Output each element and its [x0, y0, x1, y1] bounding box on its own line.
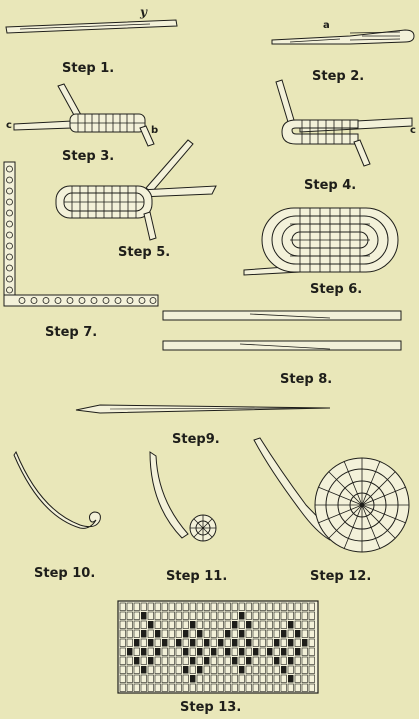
step1-letter-y: y: [139, 5, 148, 19]
step13-figure: [118, 601, 318, 693]
step7-caption: Step 7.: [45, 325, 97, 340]
step4-caption: Step 4.: [304, 178, 356, 193]
step4-letter-c: c: [410, 125, 416, 136]
step8-caption: Step 8.: [280, 372, 332, 387]
step8-figure: [163, 311, 401, 350]
step3-figure: [14, 84, 154, 146]
step1-caption: Step 1.: [62, 61, 114, 76]
step12-caption: Step 12.: [310, 569, 371, 584]
step8-strip-bottom: [163, 341, 401, 350]
step9-caption: Step9.: [172, 432, 220, 447]
step3-letter-c: c: [6, 120, 12, 131]
step4-end: [354, 140, 370, 166]
step5-end: [144, 212, 156, 240]
step7-horizontal-strand: [4, 295, 158, 306]
step4-figure: [276, 80, 412, 166]
step3-letter-b: b: [151, 125, 158, 136]
step2-letter-a: a: [323, 20, 330, 31]
step12-figure: [254, 438, 409, 552]
step6-caption: Step 6.: [310, 282, 362, 297]
step2-caption: Step 2.: [312, 69, 364, 84]
step10-caption: Step 10.: [34, 566, 95, 581]
step3-caption: Step 3.: [62, 149, 114, 164]
step11-caption: Step 11.: [166, 569, 227, 584]
step2-figure: [272, 30, 414, 44]
step7-figure: [4, 162, 158, 306]
step5-caption: Step 5.: [118, 245, 170, 260]
step10-figure: [14, 452, 100, 528]
step3-strand: [14, 121, 72, 130]
step4-spoke: [276, 80, 294, 122]
step10-strand: [14, 452, 100, 528]
step6-figure: [244, 208, 398, 275]
step11-strand: [150, 452, 188, 538]
step13-caption: Step 13.: [180, 700, 241, 715]
step11-figure: [150, 452, 216, 541]
step9-figure: [76, 405, 330, 413]
step4-coil: [282, 120, 358, 144]
step1-figure: [6, 20, 177, 33]
step5-spoke: [146, 140, 193, 192]
